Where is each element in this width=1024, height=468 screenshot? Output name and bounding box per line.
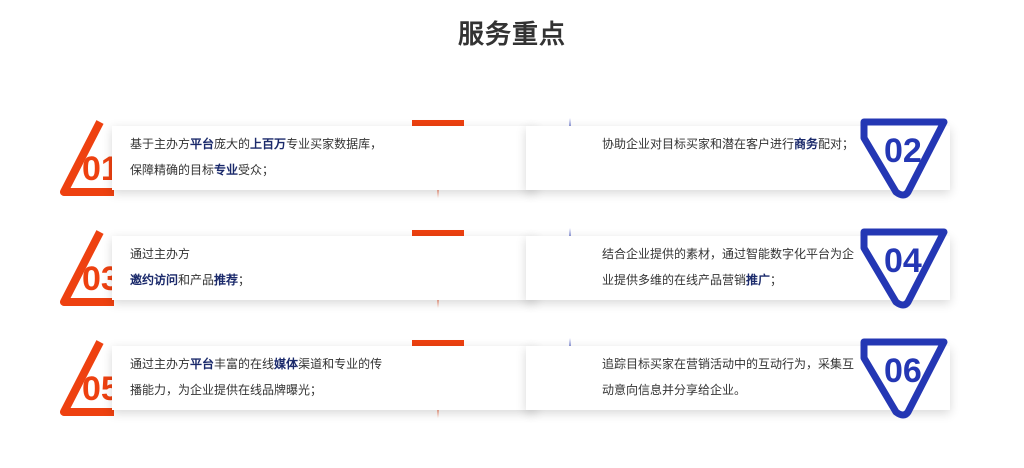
service-text: 结合企业提供的素材，通过智能数字化平台为企 业提供多维的在线产品营销推广；: [602, 247, 855, 287]
service-text: 基于主办方平台庞大的上百万专业买家数据库， 保障精确的目标专业受众；: [130, 137, 383, 177]
service-text: 通过主办方 邀约访问和产品推荐；: [130, 247, 251, 287]
triangle-badge-icon: [60, 340, 114, 416]
service-card-05: 通过主办方平台丰富的在线媒体渠道和专业的传 播能力，为企业提供在线品牌曝光；: [112, 346, 536, 410]
number-badge-02: 02: [860, 118, 956, 199]
badge-number: 04: [884, 242, 922, 280]
inverted-triangle-badge-icon: [860, 228, 948, 309]
service-text: 追踪目标买家在营销活动中的互动行为，采集互 动意向信息并分享给企业。: [602, 357, 855, 397]
inverted-triangle-badge-icon: [860, 118, 948, 199]
triangle-badge-icon: [60, 230, 114, 306]
triangle-badge-icon: [60, 120, 114, 196]
page-title: 服务重点: [457, 20, 566, 50]
service-text: 通过主办方平台丰富的在线媒体渠道和专业的传 播能力，为企业提供在线品牌曝光；: [130, 357, 383, 397]
number-badge-04: 04: [860, 228, 956, 309]
badge-number: 06: [884, 352, 922, 390]
number-badge-06: 06: [860, 338, 956, 419]
service-card-01: 基于主办方平台庞大的上百万专业买家数据库， 保障精确的目标专业受众；: [112, 126, 536, 190]
service-text: 协助企业对目标买家和潜在客户进行商务配对；: [602, 137, 855, 151]
service-card-03: 通过主办方 邀约访问和产品推荐；: [112, 236, 536, 300]
badge-number: 02: [884, 132, 922, 170]
inverted-triangle-badge-icon: [860, 338, 948, 419]
